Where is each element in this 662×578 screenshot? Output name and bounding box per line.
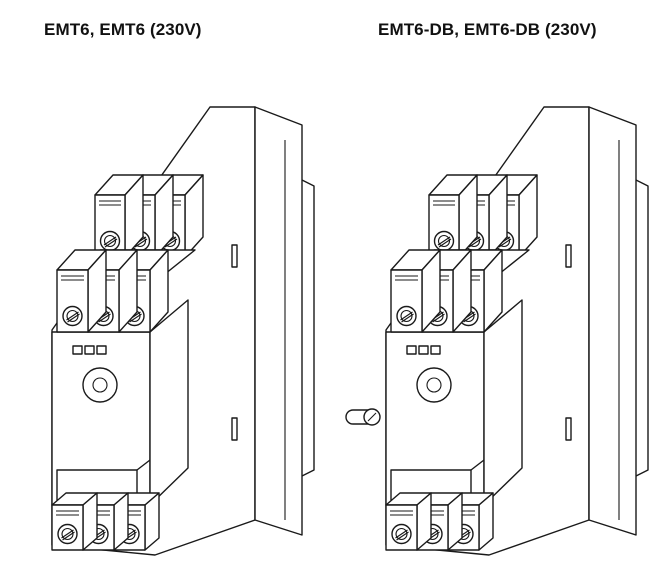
vent-slot xyxy=(231,244,238,268)
reset-button-slot xyxy=(367,412,377,422)
screw-slot xyxy=(437,236,451,246)
screw-slot xyxy=(438,238,452,248)
reset-button xyxy=(345,408,381,426)
screw-slot xyxy=(468,238,482,248)
screw-slot xyxy=(66,311,79,321)
screw-slot xyxy=(61,529,74,539)
screw-ring xyxy=(437,234,451,248)
screw-slot xyxy=(395,529,408,539)
setting-knob-center xyxy=(92,377,108,393)
device-emt6 xyxy=(51,106,315,556)
terminal-screw xyxy=(433,230,455,252)
din-clip xyxy=(301,179,315,477)
screw-slot xyxy=(67,313,80,323)
led-indicator xyxy=(84,345,95,355)
terminal-screw xyxy=(396,305,417,327)
screw-slot xyxy=(129,313,142,323)
terminal-block xyxy=(385,492,494,551)
caption-emt6-db: EMT6-DB, EMT6-DB (230V) xyxy=(378,20,597,39)
terminal-block xyxy=(56,249,169,333)
led-indicator xyxy=(96,345,107,355)
led-indicator xyxy=(72,345,83,355)
caption-emt6: EMT6, EMT6 (230V) xyxy=(44,20,202,39)
screw-slot xyxy=(498,238,512,248)
screw-slot xyxy=(98,313,111,323)
screw-ring xyxy=(400,309,413,323)
terminal-block xyxy=(51,492,160,551)
screw-ring xyxy=(61,527,74,541)
screw-ring xyxy=(66,309,79,323)
front-side xyxy=(483,299,523,506)
vent-slot xyxy=(565,417,572,441)
screw-slot xyxy=(104,238,118,248)
device-emt6-db xyxy=(345,106,649,556)
screw-slot xyxy=(401,313,414,323)
screw-slot xyxy=(400,311,413,321)
terminal-screw xyxy=(62,305,83,327)
terminal-block xyxy=(428,174,538,258)
setting-knob xyxy=(416,367,452,403)
housing-back xyxy=(588,106,637,536)
label-edge xyxy=(136,459,151,471)
screw-slot xyxy=(396,531,409,541)
din-clip xyxy=(635,179,649,477)
vent-slot xyxy=(565,244,572,268)
setting-knob xyxy=(82,367,118,403)
screw-slot xyxy=(432,313,445,323)
led-indicator xyxy=(406,345,417,355)
terminal-block xyxy=(390,249,503,333)
vent-slot xyxy=(231,417,238,441)
screw-slot xyxy=(62,531,75,541)
terminal-block xyxy=(94,174,204,258)
led-indicator xyxy=(418,345,429,355)
screw-slot xyxy=(134,238,148,248)
screw-ring xyxy=(103,234,117,248)
screw-slot xyxy=(103,236,117,246)
terminal-screw xyxy=(99,230,121,252)
setting-knob-center xyxy=(426,377,442,393)
screw-slot xyxy=(463,313,476,323)
led-indicator xyxy=(430,345,441,355)
screw-ring xyxy=(395,527,408,541)
housing-back xyxy=(254,106,303,536)
terminal-screw xyxy=(391,523,412,545)
front-side xyxy=(149,299,189,506)
terminal-screw xyxy=(57,523,78,545)
label-edge xyxy=(470,459,485,471)
screw-slot xyxy=(164,238,178,248)
